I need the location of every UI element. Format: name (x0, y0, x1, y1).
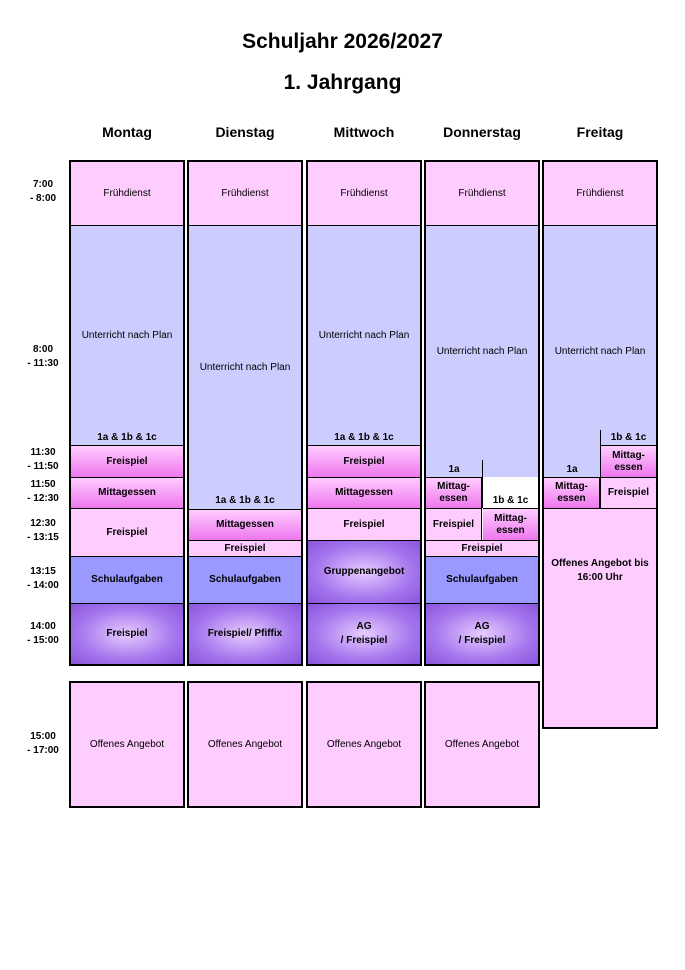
slot-freispiel-1b-1c: Freispiel (601, 477, 656, 508)
time-slot: 12:30- 13:15 (27, 518, 59, 543)
schedule-column-mittwoch: Frühdienst Unterricht nach Plan 1a & 1b … (306, 160, 422, 666)
slot-fruehdienst: Frühdienst (426, 162, 538, 225)
slot-freispiel-1a: Freispiel (426, 508, 482, 540)
time-slot: 13:15- 14:00 (27, 566, 59, 591)
time-slot: 11:30- 11:50 (27, 447, 59, 472)
slot-fruehdienst: Frühdienst (308, 162, 420, 225)
schedule-block-montag-afternoon: Offenes Angebot (69, 681, 185, 808)
slot-freispiel: Freispiel (308, 508, 420, 540)
slot-mittagessen-1b-1c: Mittag- essen (483, 508, 538, 540)
schedule-block-dienstag-afternoon: Offenes Angebot (187, 681, 303, 808)
slot-mittagessen: Mittagessen (71, 477, 183, 508)
slot-mittagessen-1a: Mittag- essen (544, 477, 600, 508)
slot-freispiel: Freispiel (71, 603, 183, 664)
slot-freispiel: Freispiel (308, 445, 420, 477)
slot-freispiel: Freispiel (71, 508, 183, 556)
slot-fruehdienst: Frühdienst (189, 162, 301, 225)
schedule-column-donnerstag: Frühdienst Unterricht nach Plan 1a Mitta… (424, 160, 540, 666)
time-slot: 7:00- 8:00 (29, 179, 57, 204)
slot-fruehdienst: Frühdienst (544, 162, 656, 225)
slot-offenes-angebot: Offenes Angebot (426, 683, 538, 806)
day-header-donnerstag: Donnerstag (443, 124, 521, 140)
slot-ag-freispiel: AG / Freispiel (308, 603, 420, 664)
slot-unterricht: Unterricht nach Plan (426, 225, 538, 477)
slot-schulaufgaben: Schulaufgaben (71, 556, 183, 603)
schedule-block-donnerstag-afternoon: Offenes Angebot (424, 681, 540, 808)
group-label-1b-1c: 1b & 1c (492, 495, 529, 506)
time-slot: 14:00- 15:00 (27, 621, 59, 646)
slot-freispiel: Freispiel (189, 540, 301, 556)
slot-ag-freispiel: AG / Freispiel (426, 603, 538, 664)
time-slot: 8:00- 11:30 (27, 344, 59, 369)
slot-mittagessen-1b-1c: Mittag- essen (601, 445, 656, 477)
slot-mittagessen: Mittagessen (189, 509, 301, 540)
time-slot: 15:00- 17:00 (27, 731, 59, 756)
page-subtitle: 1. Jahrgang (283, 71, 402, 94)
day-header-montag: Montag (102, 124, 152, 140)
group-label-1b-1c: 1b & 1c (610, 432, 647, 443)
group-label-1a: 1a (566, 464, 578, 475)
slot-offenes-angebot-bis: Offenes Angebot bis 16:00 Uhr (544, 508, 656, 727)
group-label: 1a & 1b & 1c (215, 495, 275, 506)
slot-offenes-angebot: Offenes Angebot (308, 683, 420, 806)
slot-mittagessen-1a: Mittag- essen (426, 477, 482, 508)
day-header-dienstag: Dienstag (215, 124, 275, 140)
schedule-block-mittwoch-afternoon: Offenes Angebot (306, 681, 422, 808)
time-slot: 11:50- 12:30 (27, 479, 59, 504)
slot-unterricht: Unterricht nach Plan (71, 225, 183, 445)
slot-schulaufgaben: Schulaufgaben (426, 556, 538, 603)
page-title: Schuljahr 2026/2027 (242, 30, 443, 53)
slot-gruppenangebot: Gruppenangebot (308, 540, 420, 603)
day-header-mittwoch: Mittwoch (333, 124, 395, 140)
slot-schulaufgaben: Schulaufgaben (189, 556, 301, 603)
slot-unterricht: Unterricht nach Plan (189, 225, 301, 509)
slot-freispiel: Freispiel (426, 540, 538, 556)
schedule-column-dienstag: Frühdienst Unterricht nach Plan 1a & 1b … (187, 160, 303, 666)
group-label: 1a & 1b & 1c (97, 432, 157, 443)
column-divider (600, 430, 601, 508)
group-label-1a: 1a (448, 464, 460, 475)
group-label: 1a & 1b & 1c (334, 432, 394, 443)
slot-unterricht: Unterricht nach Plan (308, 225, 420, 445)
slot-offenes-angebot: Offenes Angebot (189, 683, 301, 806)
day-header-freitag: Freitag (576, 124, 624, 140)
schedule-column-montag: Frühdienst Unterricht nach Plan 1a & 1b … (69, 160, 185, 666)
column-divider (482, 460, 483, 508)
slot-freispiel: Freispiel (71, 445, 183, 477)
slot-freispiel-pfiffix: Freispiel/ Pfiffix (189, 603, 301, 664)
slot-offenes-angebot: Offenes Angebot (71, 683, 183, 806)
schedule-column-freitag: Frühdienst Unterricht nach Plan 1b & 1c … (542, 160, 658, 729)
slot-fruehdienst: Frühdienst (71, 162, 183, 225)
slot-mittagessen: Mittagessen (308, 477, 420, 508)
